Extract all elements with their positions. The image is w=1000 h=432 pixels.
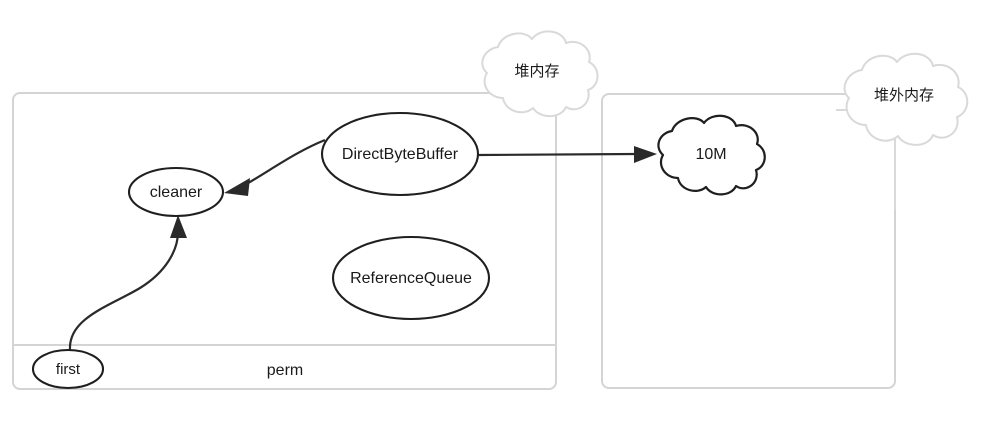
- heap-memory-cloud-label: 堆内存: [514, 63, 559, 80]
- offheap-memory-cloud-shape: [843, 52, 969, 146]
- first-ellipse[interactable]: [31, 348, 105, 390]
- cleaner-ellipse[interactable]: [127, 166, 225, 218]
- reference-queue-label: ReferenceQueue: [350, 270, 472, 287]
- node-reference-queue[interactable]: ReferenceQueue: [331, 235, 491, 321]
- edge-dbb-to-cleaner: [224, 138, 326, 196]
- callout-offheap-memory: 堆外内存: [843, 52, 969, 146]
- reference-queue-ellipse[interactable]: [331, 235, 491, 321]
- first-label: first: [56, 361, 81, 378]
- heap-container-group: perm: [12, 92, 557, 390]
- heap-memory-cloud-shape: [481, 30, 599, 118]
- heap-container-rect: [12, 92, 557, 390]
- node-direct-byte-buffer[interactable]: DirectByteBuffer: [320, 111, 480, 197]
- ten-m-label: 10M: [695, 146, 726, 163]
- direct-byte-buffer-ellipse[interactable]: [320, 111, 480, 197]
- ten-m-cloud-shape[interactable]: [657, 114, 766, 196]
- offheap-container-group: [601, 93, 896, 389]
- edge-first-to-cleaner-path: [68, 231, 180, 351]
- edge-dbb-to-cleaner-path: [242, 138, 326, 187]
- cleaner-label: cleaner: [150, 184, 203, 201]
- edge-dbb-to-10m-arrowhead: [634, 146, 657, 163]
- edge-first-to-cleaner: [68, 215, 187, 351]
- offheap-memory-cloud-label: 堆外内存: [874, 87, 934, 104]
- perm-region-label: perm: [267, 362, 303, 379]
- edge-dbb-to-10m-path: [477, 152, 641, 157]
- edge-first-to-cleaner-arrowhead: [170, 215, 187, 238]
- callout-heap-memory: 堆内存: [481, 30, 599, 118]
- node-first[interactable]: first: [31, 348, 105, 390]
- direct-byte-buffer-label: DirectByteBuffer: [342, 146, 459, 163]
- node-cleaner[interactable]: cleaner: [127, 166, 225, 218]
- node-ten-m[interactable]: 10M: [657, 114, 766, 196]
- offheap-container-rect: [601, 93, 896, 389]
- edge-dbb-to-10m: [477, 146, 657, 163]
- edge-dbb-to-cleaner-arrowhead: [224, 178, 250, 196]
